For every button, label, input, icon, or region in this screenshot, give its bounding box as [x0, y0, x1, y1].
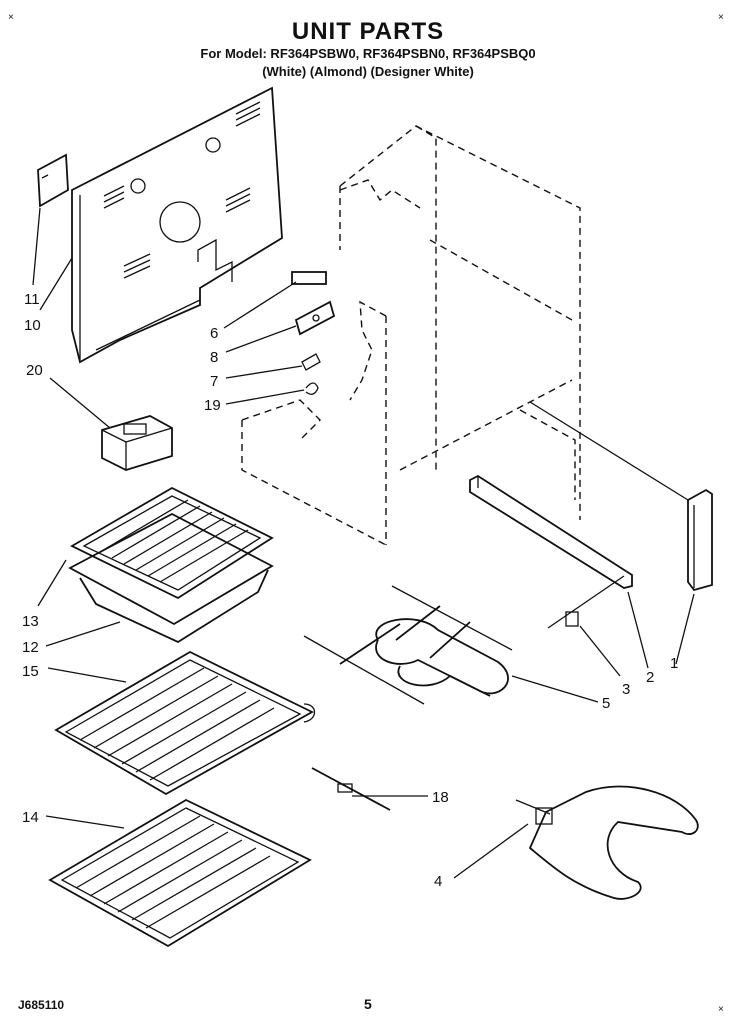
- callout-4: 4: [434, 873, 442, 890]
- model-numbers: For Model: RF364PSBW0, RF364PSBN0, RF364…: [200, 46, 536, 61]
- transformer: [101, 415, 173, 471]
- callout-7: 7: [210, 373, 218, 390]
- side-trim: [529, 401, 713, 592]
- diagram-code: J685110: [18, 998, 65, 1012]
- model-colors: (White) (Almond) (Designer White): [262, 64, 474, 79]
- callout-12: 12: [22, 639, 39, 656]
- diagram-title: UNIT PARTS: [291, 18, 445, 45]
- callout-2: 2: [646, 669, 654, 686]
- corner-mark-top-right: ×: [718, 12, 724, 23]
- bracket-part-11: [37, 153, 69, 208]
- side-rail: [469, 474, 633, 589]
- small-parts: [291, 271, 336, 395]
- broiler-pan: [68, 512, 274, 644]
- callout-3: 3: [622, 681, 630, 698]
- callout-1: 1: [670, 655, 678, 672]
- clip-part-3: [547, 575, 625, 629]
- callout-14: 14: [22, 809, 39, 826]
- callout-20: 20: [26, 362, 43, 379]
- callout-5: 5: [602, 695, 610, 712]
- oven-rack-upper: [54, 650, 316, 796]
- page-number: 5: [364, 996, 372, 1012]
- callout-6: 6: [210, 325, 218, 342]
- oven-rack-lower: [48, 798, 312, 948]
- temperature-sensor: [311, 767, 391, 811]
- broil-element: [515, 785, 699, 900]
- corner-mark-top-left: ×: [8, 12, 14, 23]
- back-panel: [71, 86, 283, 364]
- callout-8: 8: [210, 349, 218, 366]
- callout-15: 15: [22, 663, 39, 680]
- callout-10: 10: [24, 317, 41, 334]
- callout-18: 18: [432, 789, 449, 806]
- leader-lines: [32, 207, 695, 879]
- cabinet-frame: [241, 125, 581, 546]
- bake-element: [303, 585, 513, 705]
- corner-mark-bottom-right: ×: [718, 1004, 724, 1015]
- broiler-grid: [70, 486, 274, 600]
- callout-11: 11: [24, 291, 40, 308]
- callout-13: 13: [22, 613, 39, 630]
- callout-labels: 11 10 6 8 7 19 20 13 12 15 14 18 4 5 3 2…: [22, 291, 678, 890]
- callout-19: 19: [204, 397, 221, 414]
